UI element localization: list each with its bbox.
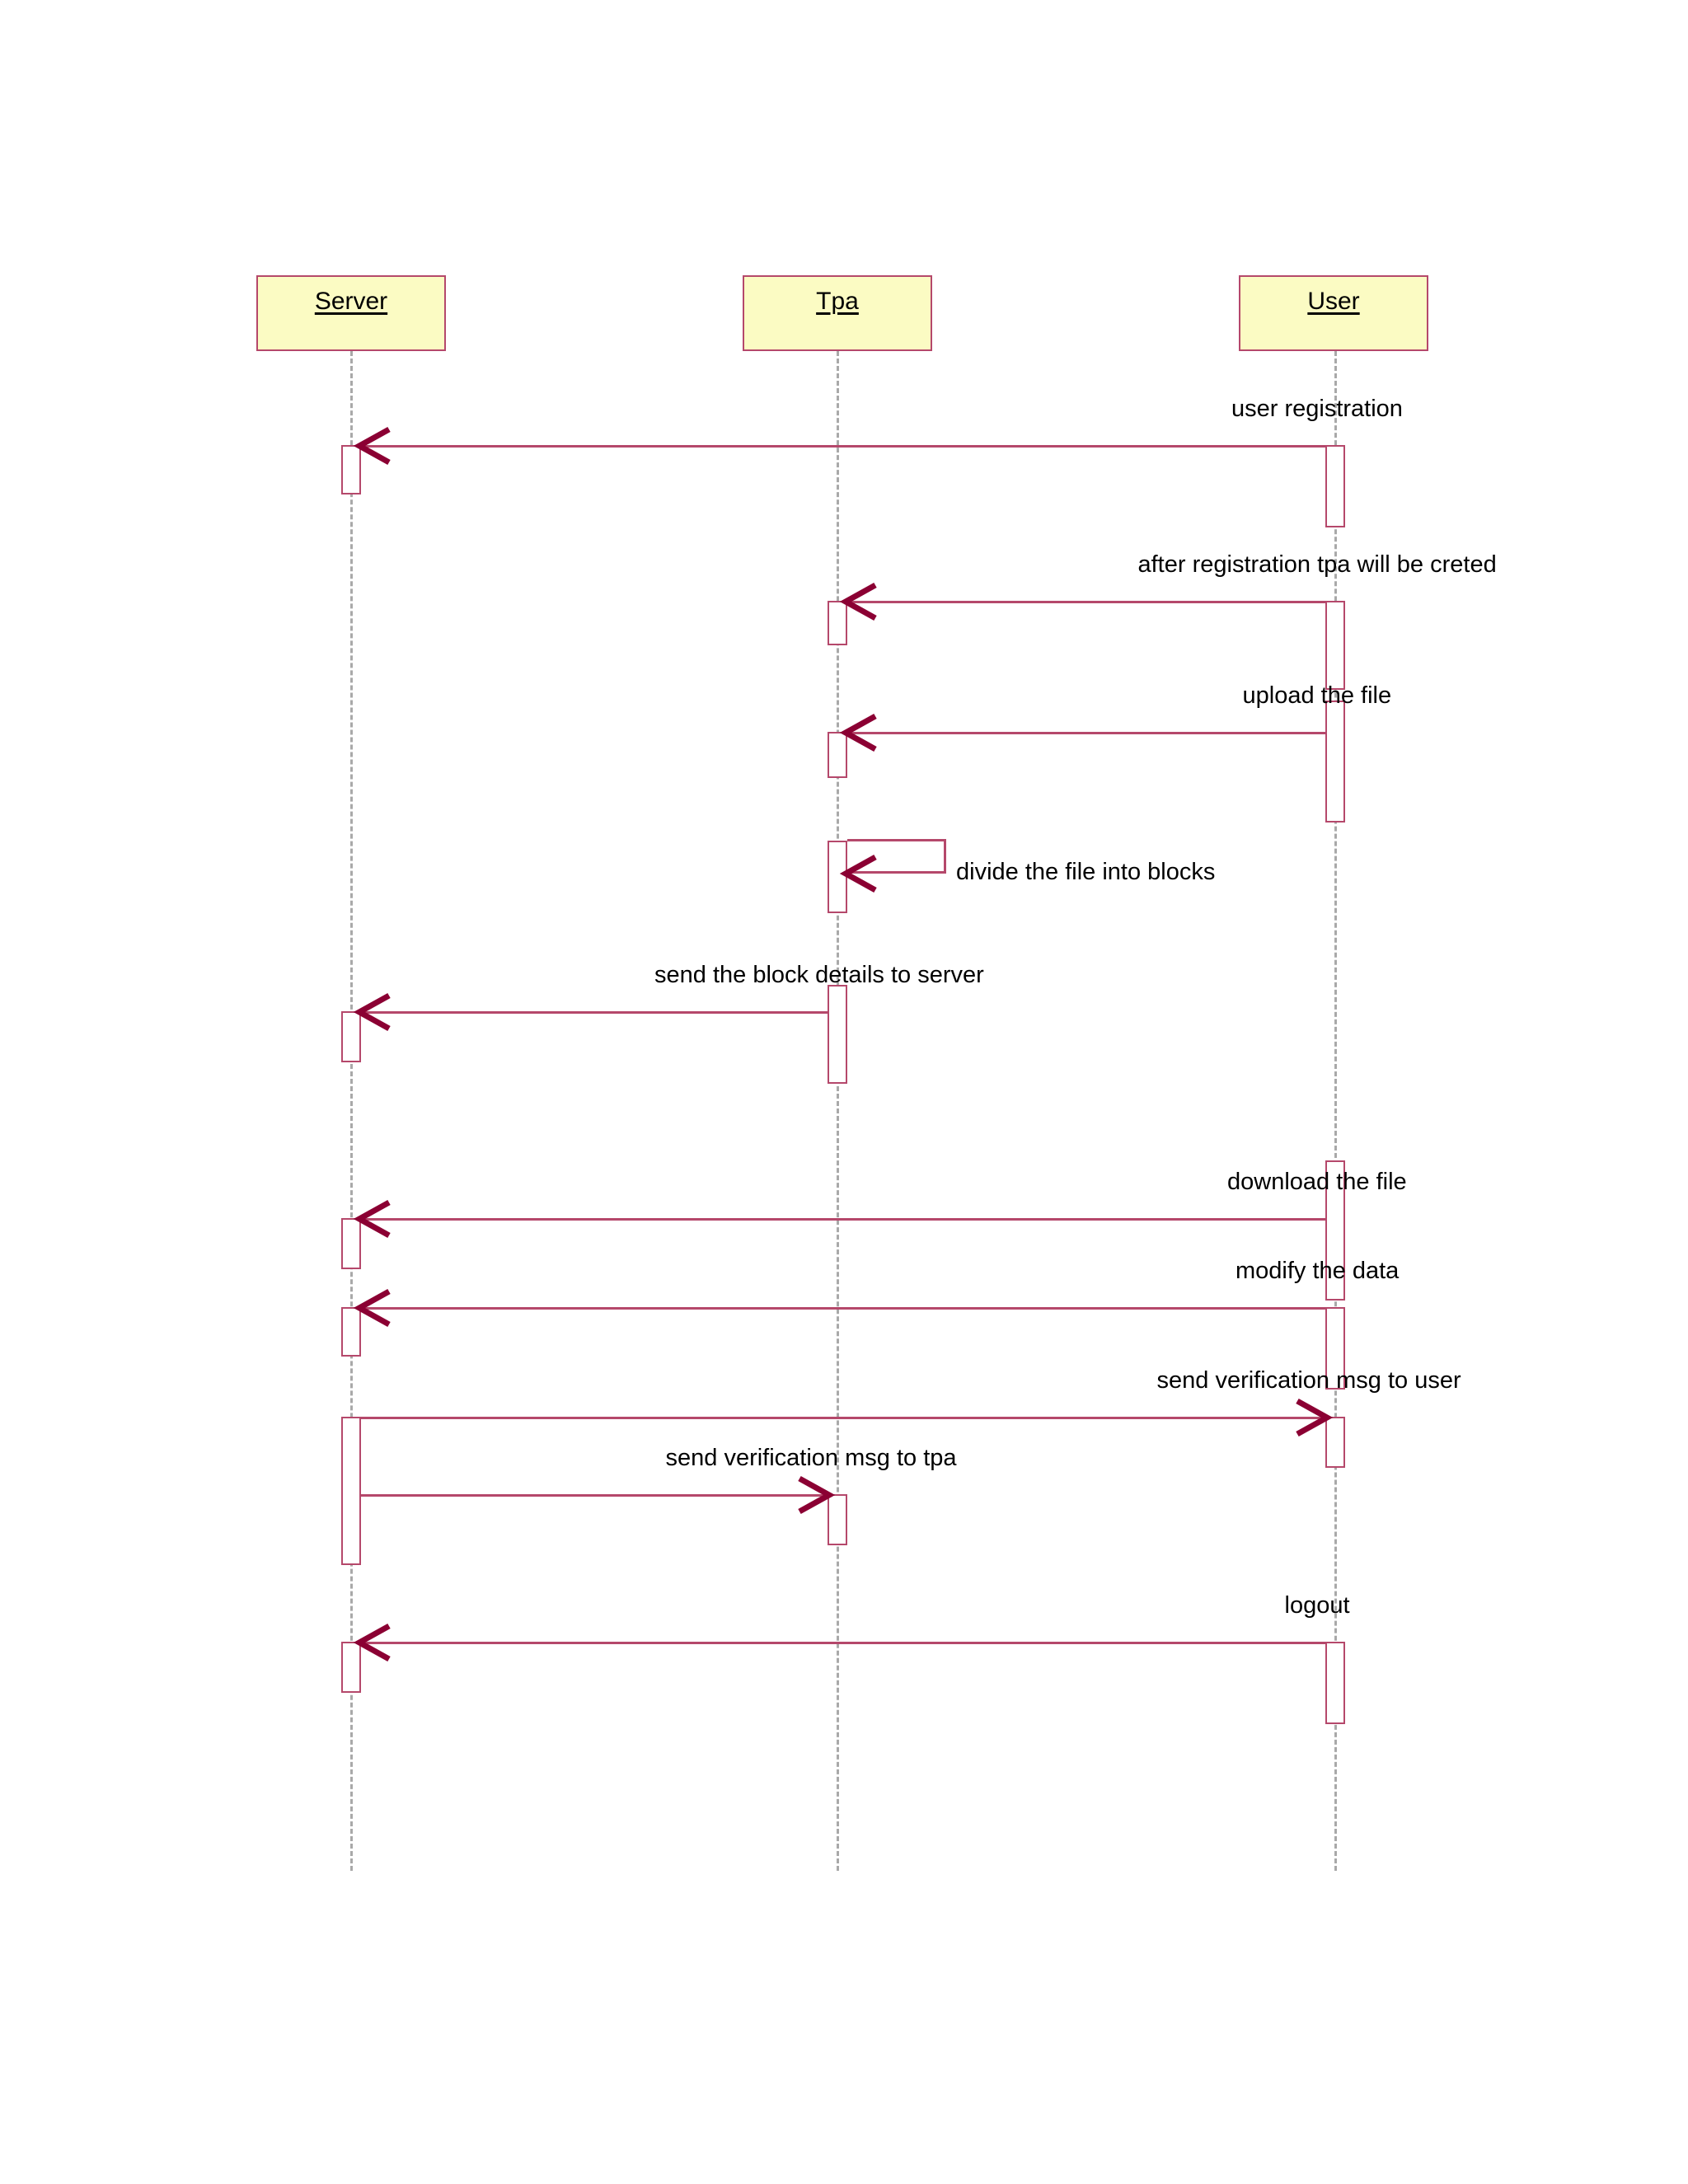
message-line-m9[interactable] xyxy=(361,1494,828,1497)
activation-bar-user[interactable] xyxy=(1325,1417,1345,1468)
activation-bar-server[interactable] xyxy=(341,1642,361,1693)
activation-bar-server[interactable] xyxy=(341,1417,361,1565)
activation-bar-server[interactable] xyxy=(341,1218,361,1269)
lifeline-header-user[interactable]: User xyxy=(1239,275,1428,351)
activation-bar-tpa[interactable] xyxy=(828,601,847,645)
lifeline-dashed-line-user xyxy=(1334,351,1337,1871)
message-line-m8[interactable] xyxy=(361,1417,1325,1419)
activation-bar-user[interactable] xyxy=(1325,1642,1345,1724)
message-line-m7[interactable] xyxy=(361,1307,1325,1310)
message-label-m7: modify the data xyxy=(1236,1258,1400,1284)
activation-bar-server[interactable] xyxy=(341,445,361,494)
activation-bar-user[interactable] xyxy=(1325,601,1345,690)
activation-bar-server[interactable] xyxy=(341,1011,361,1062)
message-label-m9: send verification msg to tpa xyxy=(665,1445,957,1471)
message-line-m6[interactable] xyxy=(361,1218,1325,1221)
activation-bar-tpa[interactable] xyxy=(828,732,847,778)
activation-bar-user[interactable] xyxy=(1325,445,1345,527)
message-line-m3[interactable] xyxy=(847,732,1325,734)
activation-bar-user[interactable] xyxy=(1325,701,1345,823)
message-label-m2: after registration tpa will be creted xyxy=(1137,551,1497,578)
activation-bar-tpa[interactable] xyxy=(828,1494,847,1545)
message-label-m10: logout xyxy=(1284,1592,1350,1619)
message-label-m8: send verification msg to user xyxy=(1156,1367,1461,1394)
lifeline-label: User xyxy=(1307,288,1360,315)
lifeline-dashed-line-server xyxy=(350,351,353,1871)
lifeline-label: Server xyxy=(314,288,388,315)
message-line-m10[interactable] xyxy=(361,1642,1325,1644)
activation-bar-user[interactable] xyxy=(1325,1160,1345,1301)
activation-bar-user[interactable] xyxy=(1325,1307,1345,1390)
lifeline-header-server[interactable]: Server xyxy=(256,275,446,351)
self-message-loop-m4[interactable] xyxy=(847,839,946,874)
message-label-m5: send the block details to server xyxy=(654,962,984,988)
activation-bar-tpa[interactable] xyxy=(828,985,847,1084)
message-label-m3: upload the file xyxy=(1242,682,1392,709)
lifeline-dashed-line-tpa xyxy=(837,351,839,1871)
activation-bar-server[interactable] xyxy=(341,1307,361,1357)
activation-bar-tpa[interactable] xyxy=(828,841,847,913)
lifeline-label: Tpa xyxy=(816,288,859,315)
message-line-m1[interactable] xyxy=(361,445,1325,448)
message-label-m4: divide the file into blocks xyxy=(956,859,1216,885)
message-line-m5[interactable] xyxy=(361,1011,828,1014)
message-label-m1: user registration xyxy=(1231,396,1403,422)
message-line-m2[interactable] xyxy=(847,601,1325,603)
lifeline-header-tpa[interactable]: Tpa xyxy=(743,275,932,351)
message-label-m6: download the file xyxy=(1227,1169,1407,1195)
